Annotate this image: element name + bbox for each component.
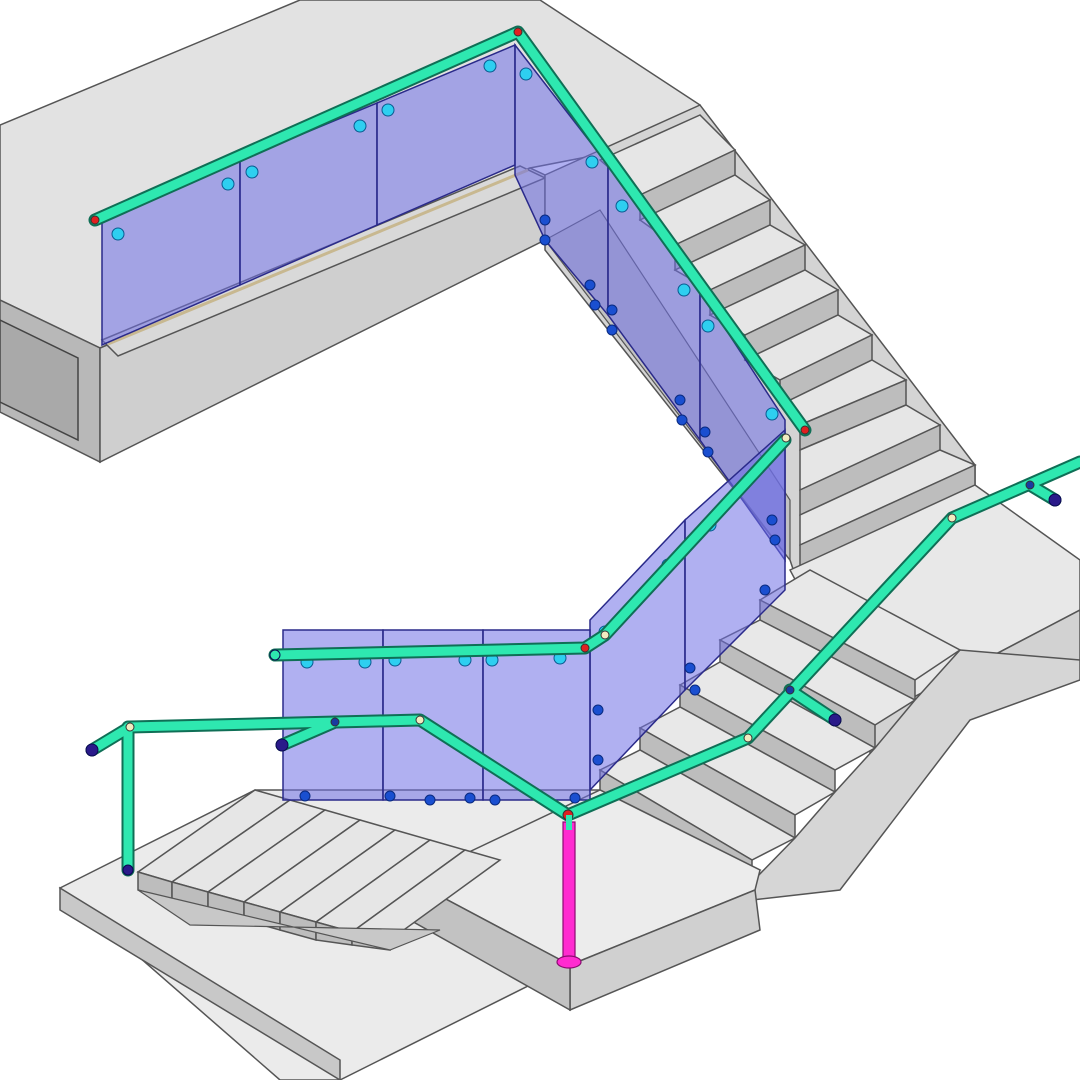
handrail-middle	[270, 435, 790, 660]
upper-slab-curb-line	[107, 168, 529, 346]
support-post-shaft	[562, 821, 576, 963]
glass-standoff-icon	[299, 214, 781, 806]
upper-slab-recess	[0, 319, 79, 442]
support-post-base	[556, 955, 582, 969]
glass-panel-middle-2	[684, 428, 786, 692]
lower-stair-flight	[136, 789, 502, 951]
handrail-middle-return	[785, 685, 840, 725]
handrail-end-caps	[85, 493, 1062, 876]
upper-flight-treads	[598, 114, 977, 572]
lower-flight-stringer	[137, 889, 441, 951]
support-post-icon	[556, 815, 582, 969]
ground-slab-front	[59, 886, 341, 1080]
handrail-lower-return	[277, 717, 340, 750]
